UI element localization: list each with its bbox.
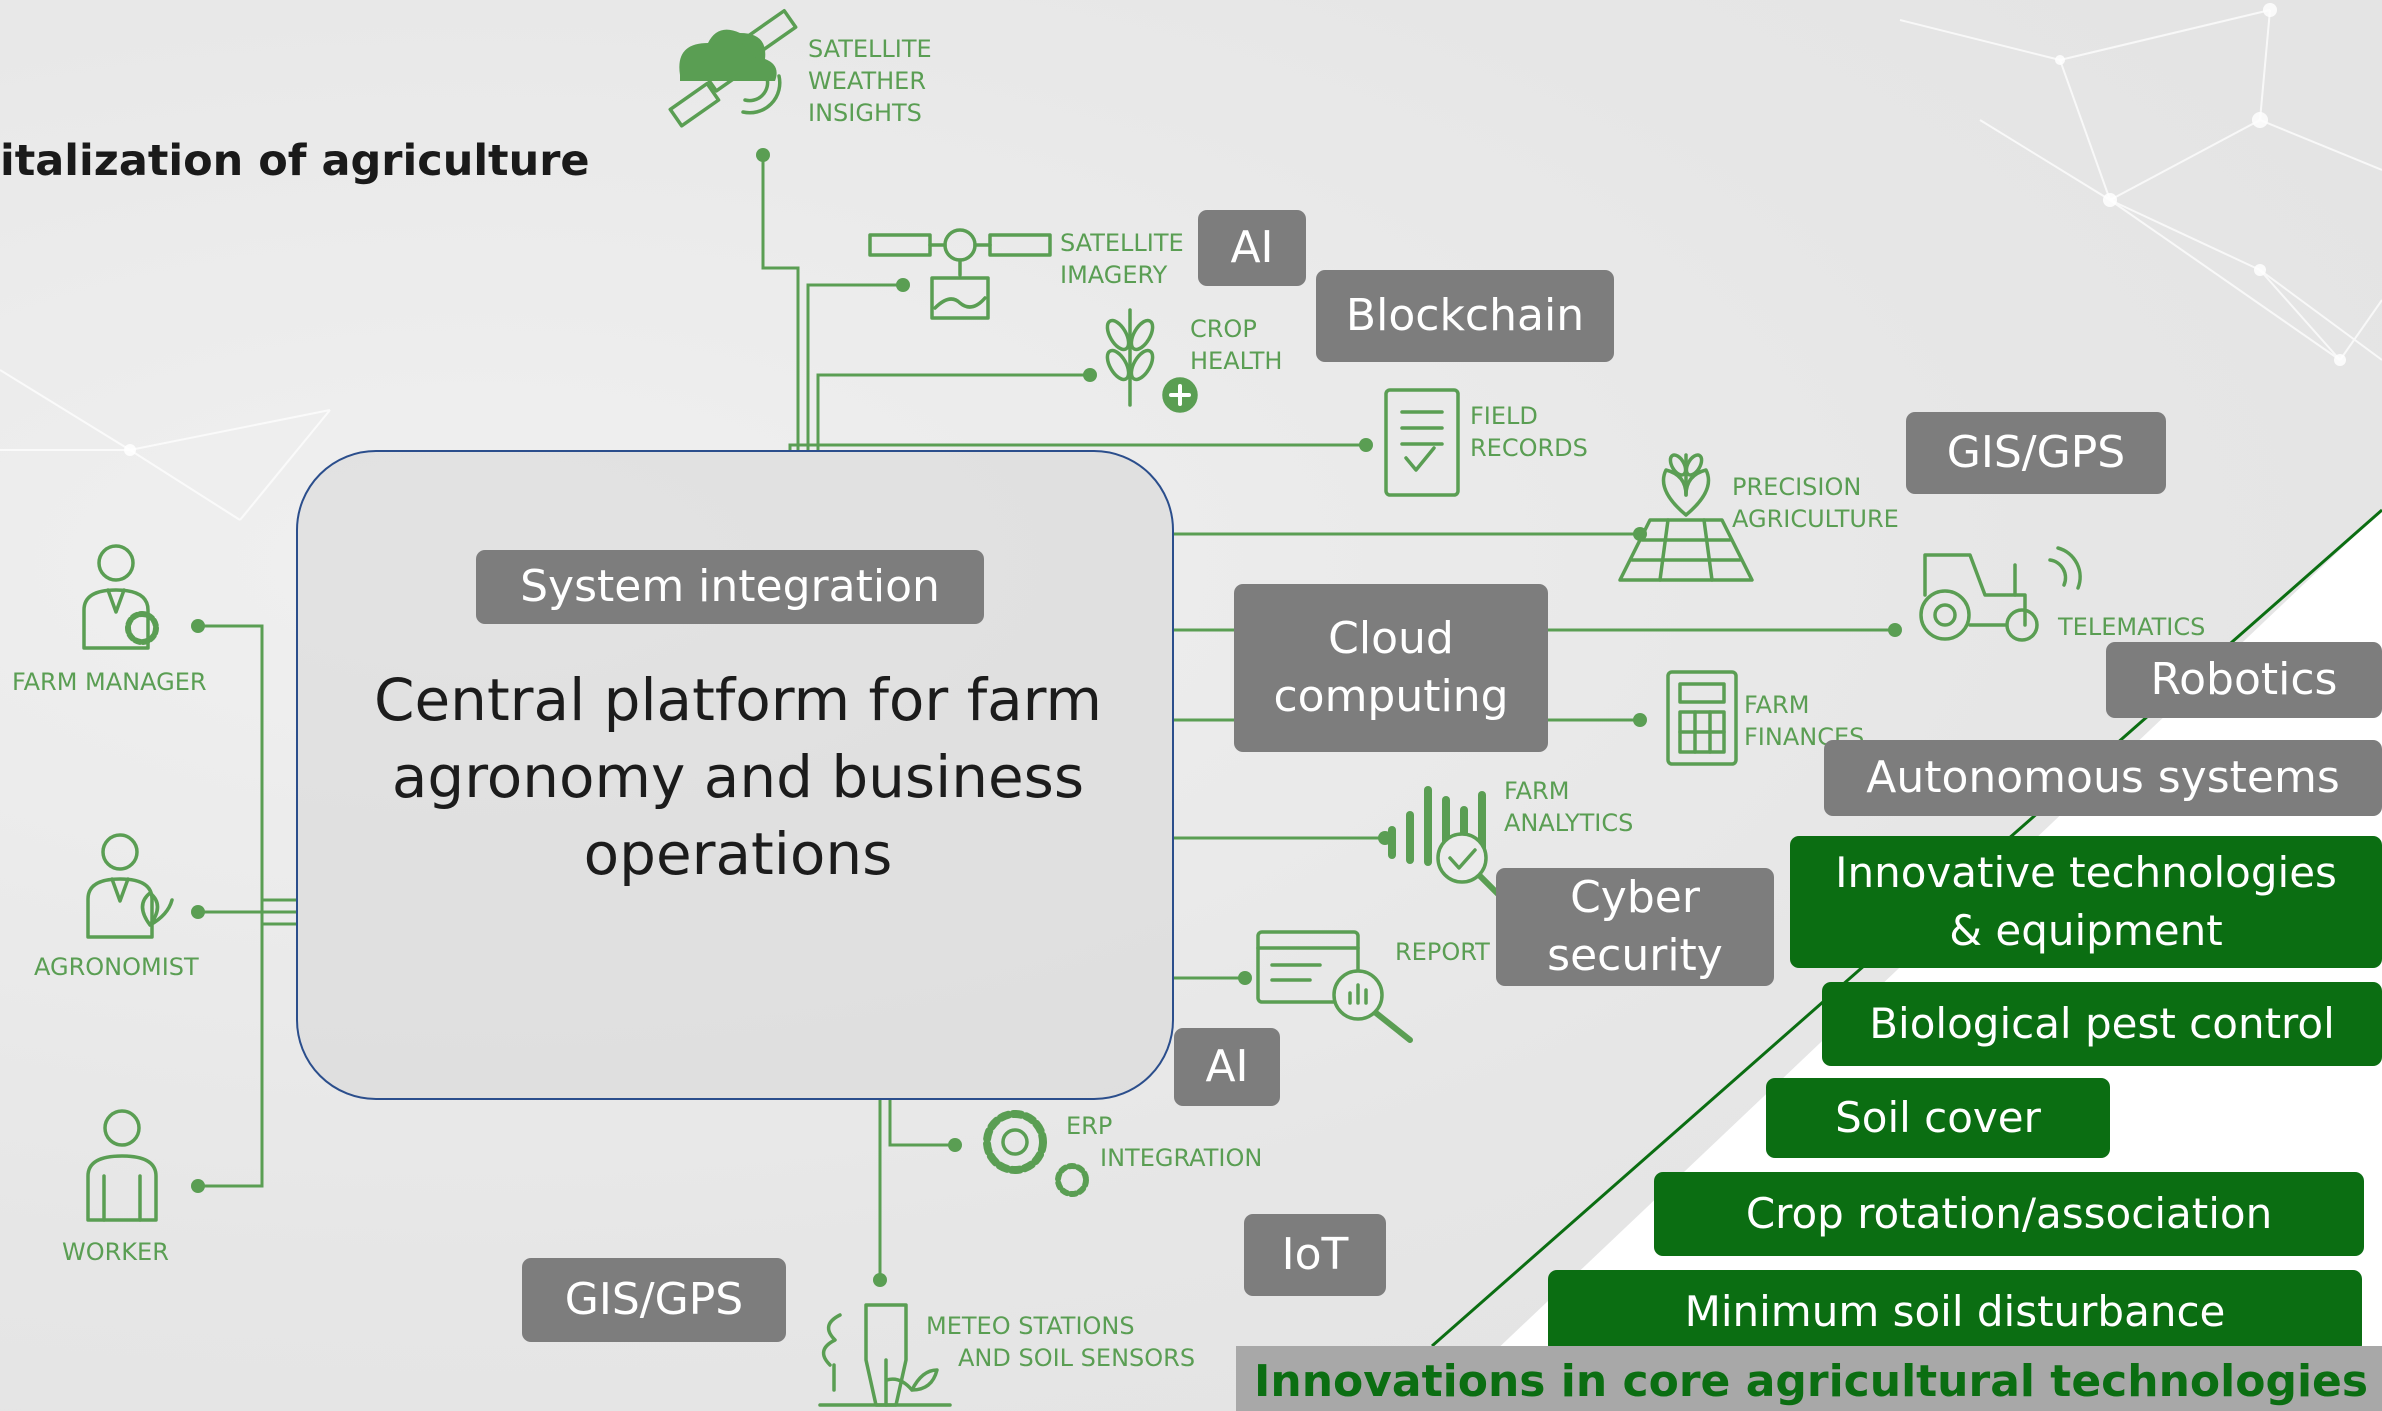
tag-system-integration: System integration (476, 550, 984, 624)
farm-analytics-icon (1388, 786, 1503, 899)
tag-crop-rotation: Crop rotation/association (1654, 1172, 2364, 1256)
field-records-icon (1384, 388, 1460, 497)
reports-icon (1256, 930, 1413, 1043)
worker-icon (86, 1109, 158, 1222)
core-tech-footer-bar (1236, 1346, 2382, 1411)
tag-biological-pest-control: Biological pest control (1822, 982, 2382, 1066)
label-worker: WORKER (62, 1238, 169, 1266)
meteo-station-icon (818, 1303, 952, 1407)
label-agronomist: AGRONOMIST (34, 953, 199, 981)
tag-autonomous-systems: Autonomous systems (1824, 740, 2382, 816)
agronomist-icon (86, 833, 174, 939)
crop-health-icon (1105, 308, 1198, 413)
erp-integration-icon (983, 1110, 1089, 1197)
tag-blockchain: Blockchain (1316, 270, 1614, 362)
satellite-weather-icon (668, 8, 798, 128)
meteo-line2: AND SOIL SENSORS (958, 1344, 1196, 1372)
label-reports: REPORT (1395, 938, 1490, 966)
tag-gis-gps-bottom: GIS/GPS (522, 1258, 786, 1342)
tag-ai-bottom: AI (1174, 1028, 1280, 1106)
tag-iot: IoT (1244, 1214, 1386, 1296)
label-telematics: TELEMATICS (2058, 613, 2206, 641)
central-platform-text: Central platform for farm agronomy and b… (374, 666, 1102, 888)
erp-line2: INTEGRATION (1100, 1144, 1263, 1172)
core-tech-footer-text: Innovations in core agricultural technol… (1254, 1356, 2369, 1407)
farm-manager-icon (82, 544, 159, 650)
tag-ai-top: AI (1198, 210, 1306, 286)
tag-innovative-technologies: Innovative technologies& equipment (1790, 836, 2382, 968)
tag-robotics: Robotics (2106, 642, 2382, 718)
label-farm-manager: FARM MANAGER (12, 668, 207, 696)
farm-finances-icon (1666, 670, 1738, 766)
satellite-imagery-icon (868, 228, 1052, 320)
background-network (0, 9, 2382, 521)
precision-agriculture-icon (1618, 453, 1754, 582)
background-network-dots (124, 3, 2346, 456)
tag-minimum-soil-disturbance: Minimum soil disturbance (1548, 1270, 2362, 1354)
telematics-icon (1919, 546, 2082, 642)
page-title: italization of agriculture (0, 136, 590, 186)
tag-gis-gps-top: GIS/GPS (1906, 412, 2166, 494)
tag-soil-cover: Soil cover (1766, 1078, 2110, 1158)
